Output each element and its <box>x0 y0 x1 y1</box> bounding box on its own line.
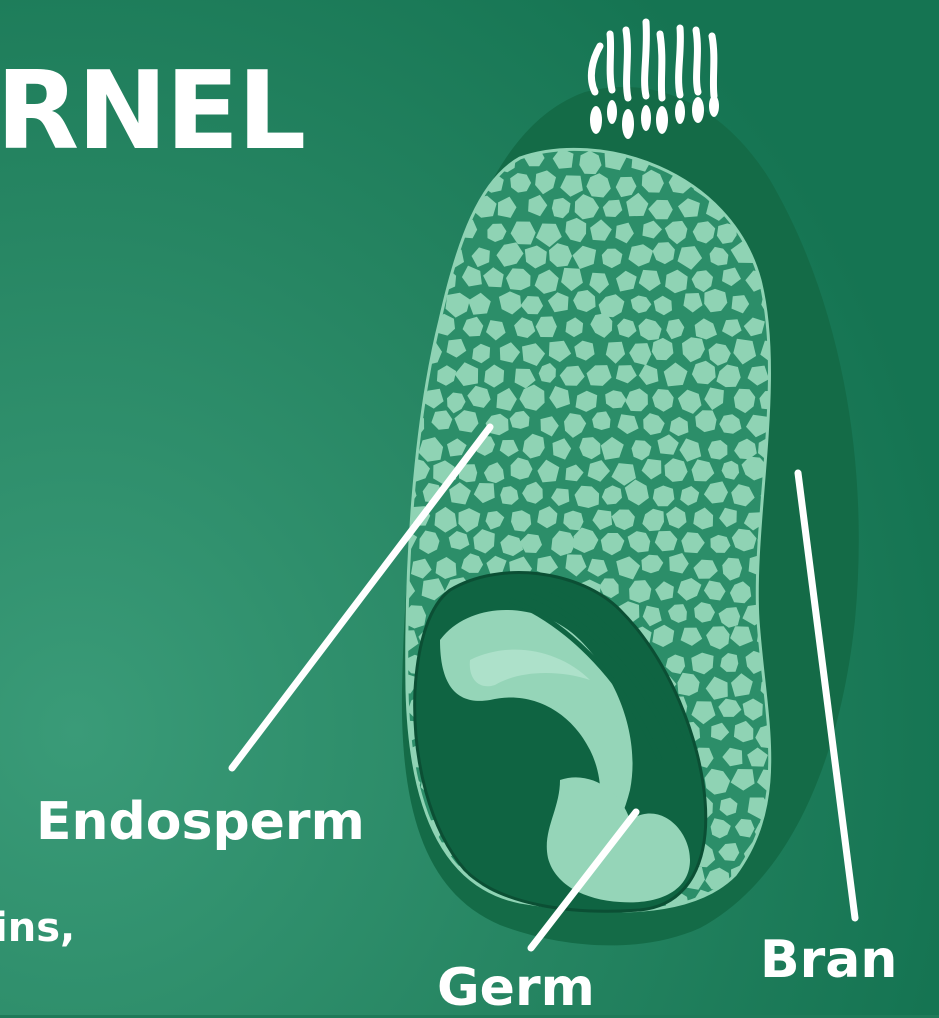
page-title: RNEL <box>0 58 304 166</box>
endosperm-label: Endosperm <box>36 792 365 852</box>
partial-body-text: ins, <box>0 905 75 951</box>
bran-label: Bran <box>760 930 897 990</box>
germ-label: Germ <box>437 958 595 1018</box>
